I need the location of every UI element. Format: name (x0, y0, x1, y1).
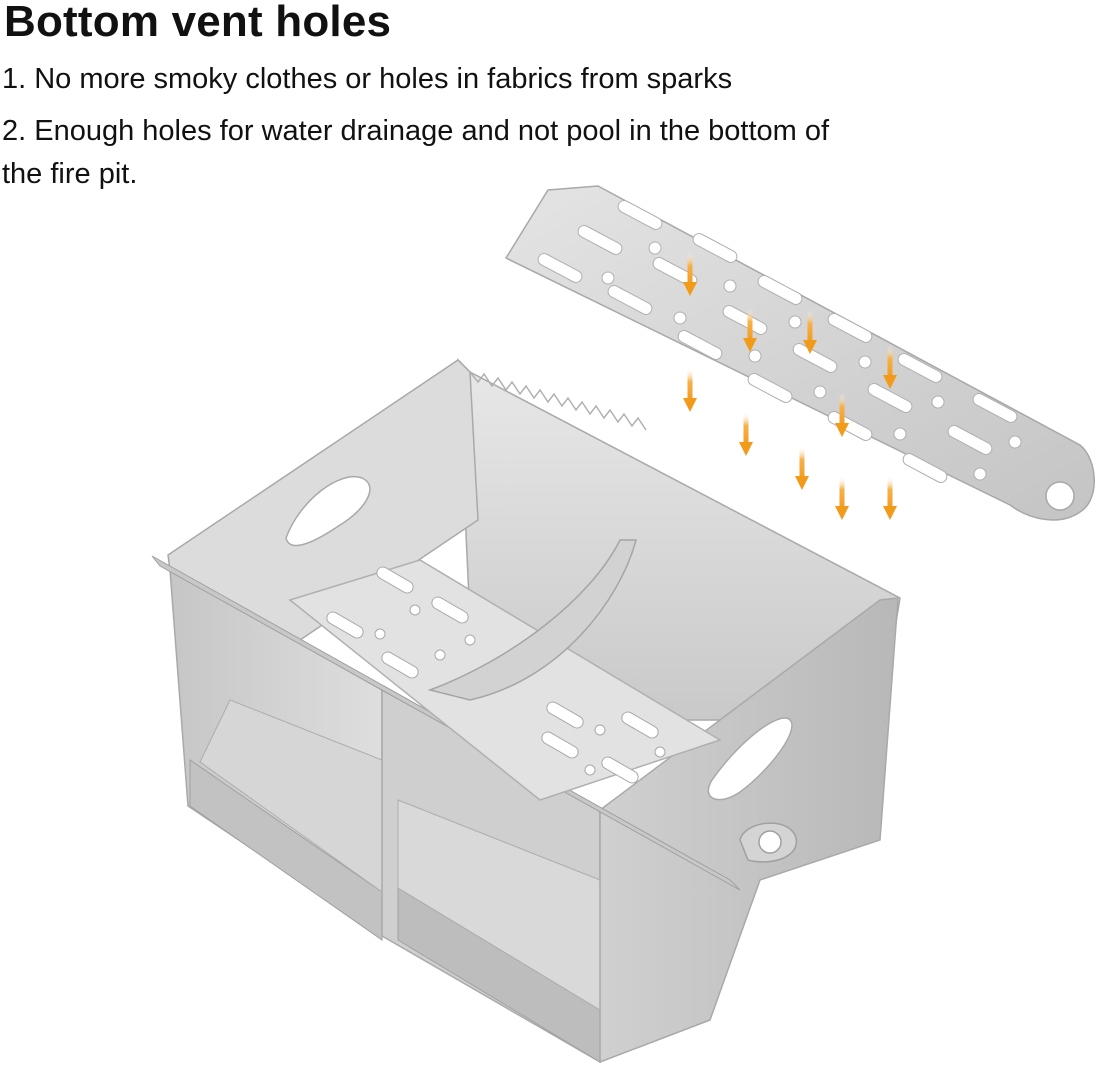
page-title: Bottom vent holes (4, 0, 392, 46)
vent-plate (504, 185, 1095, 521)
feature-point-1: 1. No more smoky clothes or holes in fab… (2, 63, 733, 95)
feature-point-2: 2. Enough holes for water drainage and n… (2, 115, 830, 190)
fire-pit (151, 358, 901, 1064)
